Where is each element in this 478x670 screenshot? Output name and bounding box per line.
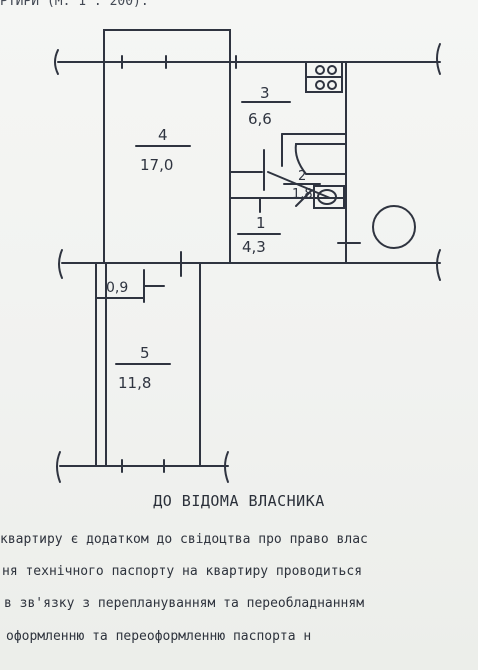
bathtub-fixture [294, 143, 347, 175]
notice-line: в зв'язку з переплануванням та переоблад… [4, 596, 365, 611]
room-3-area: 6,6 [248, 110, 272, 128]
closet-area: 0,9 [106, 280, 128, 296]
notice-line: квартиру є додатком до свідоцтва про пра… [0, 532, 368, 547]
axis-tick [58, 249, 63, 279]
room-5-area: 11,8 [118, 374, 151, 392]
axis-tick [224, 451, 229, 483]
room-4-number: 4 [158, 126, 168, 144]
toilet-fixture [313, 185, 345, 209]
scale-header: РТИРИ (М. 1 : 200). [0, 0, 149, 9]
round-fixture [372, 205, 416, 249]
room-1-number: 1 [256, 214, 266, 232]
room-4-area: 17,0 [140, 156, 173, 174]
floor-plan: 4 17,0 3 6,6 2 1,8 1 4,3 5 11,8 0,9 [54, 29, 441, 483]
notice-title: ДО ВІДОМА ВЛАСНИКА [153, 492, 325, 510]
notice-line: оформленню та переоформленню паспорта н [6, 629, 312, 644]
axis-tick [436, 43, 441, 75]
room-1-area: 4,3 [242, 238, 266, 256]
notice-line: ня технічного паспорту на квартиру прово… [2, 564, 363, 579]
axis-tick [436, 249, 441, 281]
room-4-walls [103, 29, 231, 264]
axis-tick [54, 49, 59, 75]
axis-tick [56, 451, 61, 483]
room-2-area: 1,8 [292, 187, 313, 202]
room-3-number: 3 [260, 84, 270, 102]
room-2-number: 2 [298, 169, 306, 184]
room-5-number: 5 [140, 344, 150, 362]
